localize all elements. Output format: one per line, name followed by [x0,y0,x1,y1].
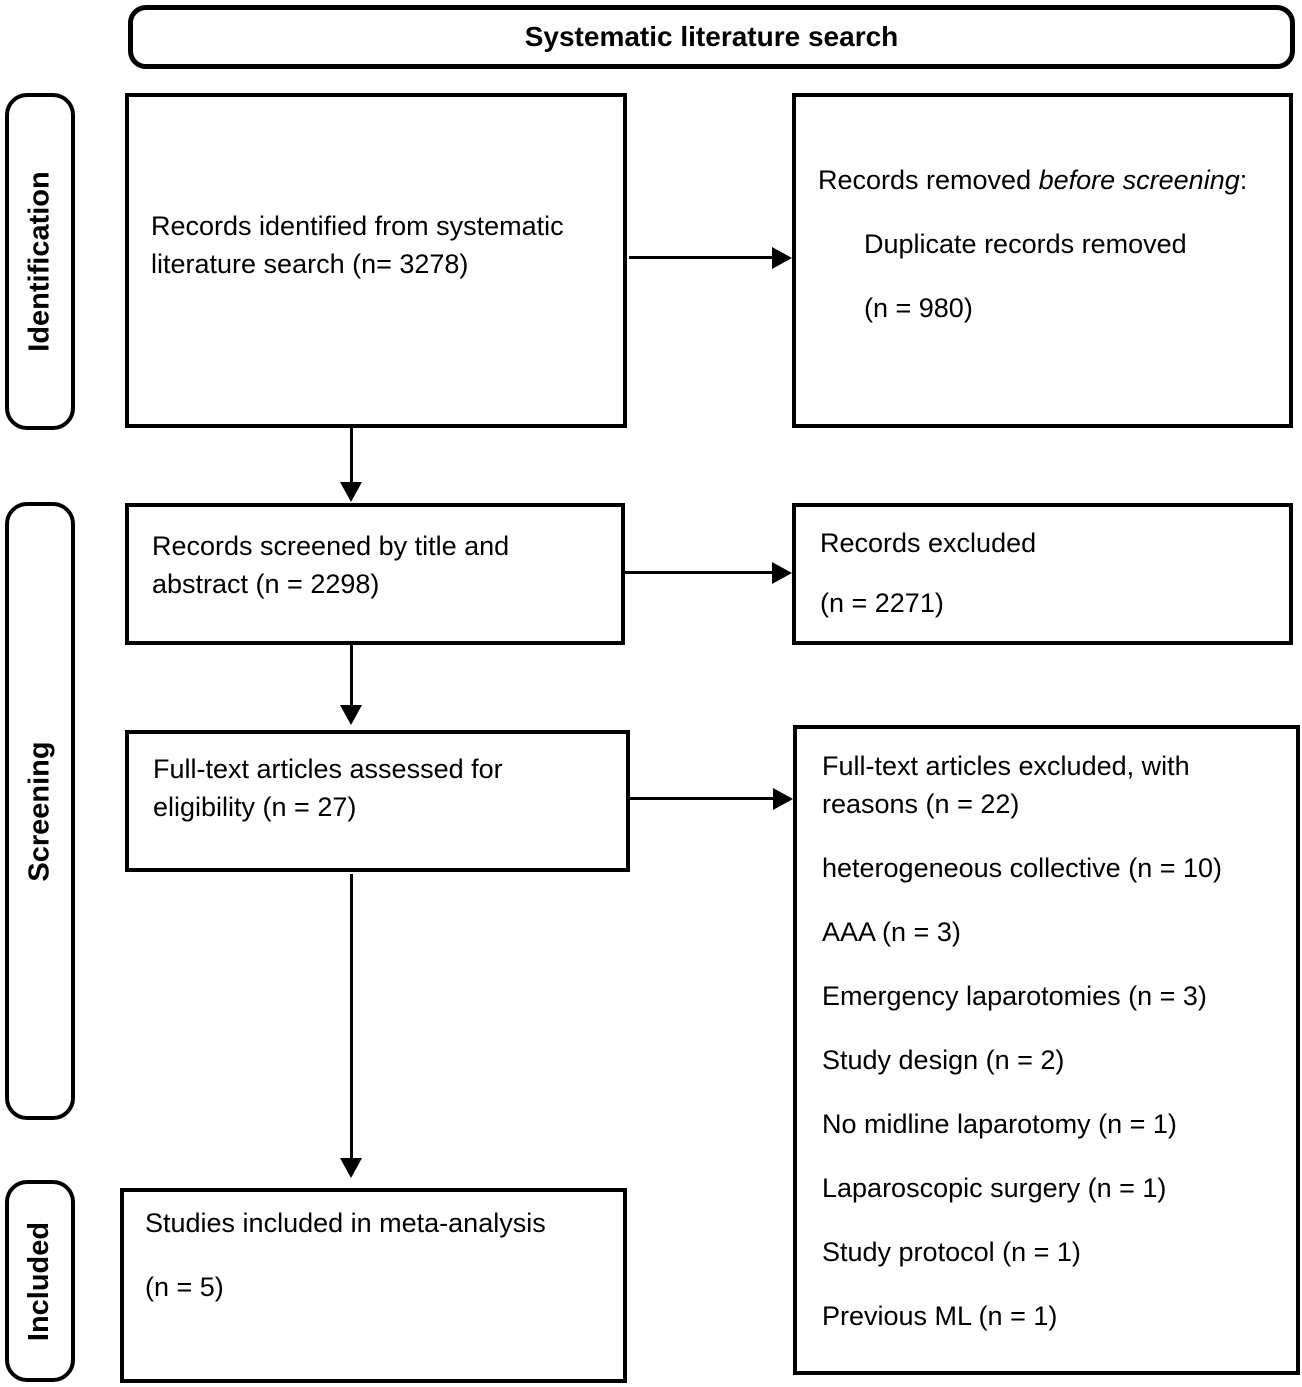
box-fulltext-assessed: Full-text articles assessed for eligibil… [125,730,630,872]
records-identified-line1: Records identified from systematic [151,211,564,241]
exclusion-reason: AAA (n = 3) [822,917,961,947]
box-records-identified: Records identified from systematic liter… [125,93,627,428]
stage-label-included-text: Included [23,1221,56,1341]
records-excluded-line1: Records excluded [820,528,1037,558]
arrow-head-right-icon [772,562,792,584]
diagram-title: Systematic literature search [524,21,899,52]
stage-label-included: Included [5,1180,75,1382]
fulltext-excluded-title-line2: reasons (n = 22) [822,789,1020,819]
stage-label-screening-text: Screening [23,740,56,882]
stage-label-identification: Identification [5,93,75,430]
records-removed-item-duplicates: Duplicate records removed [864,229,1187,259]
records-identified-line2: literature search (n= 3278) [151,249,469,279]
arrow-line [350,645,353,705]
box-records-screened: Records screened by title and abstract (… [125,503,625,645]
exclusion-reason: heterogeneous collective (n = 10) [822,853,1223,883]
records-removed-count: (n = 980) [864,293,973,323]
arrow-line [625,571,772,574]
fulltext-assessed-line2: eligibility (n = 27) [153,792,357,822]
records-removed-title-italic: before screening [1038,165,1240,195]
arrow-head-down-icon [340,1158,362,1178]
exclusion-reason: Emergency laparotomies (n = 3) [822,981,1207,1011]
exclusion-reason: Laparoscopic surgery (n = 1) [822,1173,1167,1203]
arrow-head-down-icon [340,705,362,725]
records-screened-line2: abstract (n = 2298) [152,569,380,599]
arrow-head-right-icon [772,247,792,269]
fulltext-assessed-line1: Full-text articles assessed for [153,754,503,784]
records-screened-line1: Records screened by title and [152,531,510,561]
records-removed-title-suffix: : [1239,165,1248,195]
records-removed-title-prefix: Records removed [818,165,1039,195]
arrow-line [630,797,773,800]
exclusion-reason: Study design (n = 2) [822,1045,1065,1075]
fulltext-excluded-title-line1: Full-text articles excluded, with [822,751,1190,781]
box-studies-included: Studies included in meta-analysis (n = 5… [120,1188,627,1383]
arrow-line [629,256,772,259]
arrow-line [350,428,353,482]
arrow-line [350,874,353,1158]
studies-included-count: (n = 5) [145,1272,224,1302]
box-records-removed-before-screening: Records removed before screening: Duplic… [792,93,1293,428]
records-removed-title: Records removed before screening: [818,161,1269,199]
exclusion-reason: Study protocol (n = 1) [822,1237,1081,1267]
stage-label-identification-text: Identification [23,171,56,352]
header-box: Systematic literature search [128,5,1295,69]
exclusion-reason: Previous ML (n = 1) [822,1301,1058,1331]
arrow-head-right-icon [773,788,793,810]
box-records-excluded: Records excluded (n = 2271) [792,503,1293,645]
studies-included-line1: Studies included in meta-analysis [145,1208,546,1238]
records-excluded-count: (n = 2271) [820,588,944,618]
stage-label-screening: Screening [5,502,75,1120]
exclusion-reason: No midline laparotomy (n = 1) [822,1109,1177,1139]
arrow-head-down-icon [340,482,362,502]
box-fulltext-excluded: Full-text articles excluded, with reason… [793,725,1300,1375]
